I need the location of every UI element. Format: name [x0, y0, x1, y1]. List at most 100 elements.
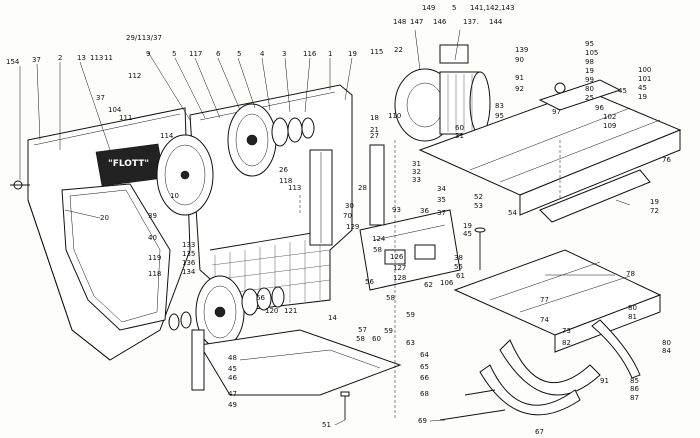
callout-60b: 60	[372, 335, 381, 343]
callout-52: 52	[474, 193, 483, 201]
callout-70: 70	[343, 212, 352, 220]
callout-111: 111	[119, 114, 132, 122]
lower-washers-left	[168, 311, 192, 331]
callout-29: 29/113/37	[126, 34, 162, 42]
callout-73: 73	[562, 327, 571, 335]
callout-91b: 91	[600, 377, 609, 385]
callout-10: 10	[170, 192, 179, 200]
callout-13: 13	[77, 54, 86, 62]
callout-109: 109	[603, 122, 616, 130]
bolt-154	[10, 180, 30, 190]
callout-82: 82	[562, 339, 571, 347]
callout-45: 45	[638, 84, 647, 92]
callout-129: 129	[346, 223, 359, 231]
callout-leaders	[19, 29, 631, 426]
callout-58c: 58	[356, 335, 365, 343]
fence-rod	[474, 227, 486, 270]
callout-62: 62	[424, 281, 433, 289]
callout-149: 149	[422, 4, 435, 12]
callout-81: 81	[628, 313, 637, 321]
callout-58: 58	[373, 246, 382, 254]
callout-56: 56	[365, 278, 374, 286]
callout-4: 4	[260, 50, 265, 58]
base-plate	[199, 329, 402, 396]
callout-106: 106	[440, 279, 454, 287]
callout-128: 128	[393, 274, 406, 282]
callout-146: 146	[433, 18, 447, 26]
leader-dashes	[299, 140, 561, 420]
callout-48: 48	[228, 354, 237, 362]
bolt-69	[439, 409, 506, 421]
callout-84: 84	[662, 347, 671, 355]
callout-80: 80	[585, 85, 594, 93]
callout-2: 2	[58, 54, 62, 62]
bolt-68	[464, 389, 496, 396]
callout-80c: 80	[662, 339, 671, 347]
callout-5: 5	[172, 50, 176, 58]
callout-118b: 118	[279, 177, 292, 185]
callout-64: 64	[420, 351, 429, 359]
callout-83: 83	[495, 102, 504, 110]
support-post	[191, 329, 205, 391]
callout-31b: 31	[412, 160, 421, 168]
callout-39: 39	[148, 212, 157, 220]
callout-133: 133	[182, 241, 195, 249]
callout-45d: 45	[618, 87, 627, 95]
callout-14: 14	[328, 314, 337, 322]
callout-35: 35	[437, 196, 446, 204]
callout-78: 78	[626, 270, 635, 278]
trunnion-brackets	[479, 319, 641, 416]
callout-97: 97	[552, 108, 561, 116]
callout-141: 141,142,143	[470, 4, 515, 12]
callout-77: 77	[540, 296, 549, 304]
adjustment-block	[359, 209, 461, 291]
callout-60: 60	[455, 124, 464, 132]
callout-102: 102	[603, 113, 616, 121]
callout-37b: 37	[96, 94, 105, 102]
callout-47: 47	[228, 390, 237, 398]
callout-45c: 45	[228, 365, 237, 373]
callout-139: 139	[515, 46, 528, 54]
callout-18: 18	[370, 114, 379, 122]
callout-28: 28	[358, 184, 367, 192]
callout-121: 121	[284, 307, 297, 315]
callout-27: 27	[370, 132, 379, 140]
callout-34: 34	[437, 185, 446, 193]
callout-19b: 19	[585, 67, 594, 75]
callout-67: 67	[535, 428, 544, 436]
callout-19e: 19	[463, 222, 472, 230]
callout-46: 46	[228, 374, 237, 382]
callout-144: 144	[489, 18, 503, 26]
flott-badge-text: "FLOTT"	[108, 159, 149, 169]
callout-93: 93	[392, 206, 401, 214]
callout-6: 6	[216, 50, 221, 58]
callout-99: 99	[585, 76, 594, 84]
callout-95b: 95	[495, 112, 504, 120]
callout-26: 26	[279, 166, 288, 174]
callout-147: 147	[410, 18, 423, 26]
upper-wheel-left	[156, 134, 214, 216]
callout-19d: 19	[650, 198, 659, 206]
callout-135: 135	[182, 250, 195, 258]
callout-5c: 5	[452, 4, 456, 12]
callout-110: 110	[388, 112, 401, 120]
callout-124: 124	[372, 235, 386, 243]
callout-32: 32	[412, 168, 421, 176]
callout-51: 51	[322, 421, 331, 429]
callout-labels: 154 37 2 13 113 11 29/113/37 9 5 117 6 5…	[6, 4, 671, 436]
callout-22: 22	[394, 46, 403, 54]
cover-cutout-frame	[61, 183, 171, 331]
callout-11: 11	[104, 54, 113, 62]
callout-53: 53	[474, 202, 483, 210]
callout-96: 96	[595, 104, 604, 112]
callout-54: 54	[508, 209, 517, 217]
callout-120: 120	[265, 307, 278, 315]
callout-154: 154	[6, 58, 20, 66]
callout-76: 76	[662, 156, 671, 164]
callout-21: 21	[370, 126, 379, 134]
callout-40: 40	[148, 234, 157, 242]
callout-113: 113	[90, 54, 103, 62]
table-bracket	[538, 79, 622, 111]
callout-20: 20	[100, 214, 109, 222]
motor	[394, 44, 491, 142]
